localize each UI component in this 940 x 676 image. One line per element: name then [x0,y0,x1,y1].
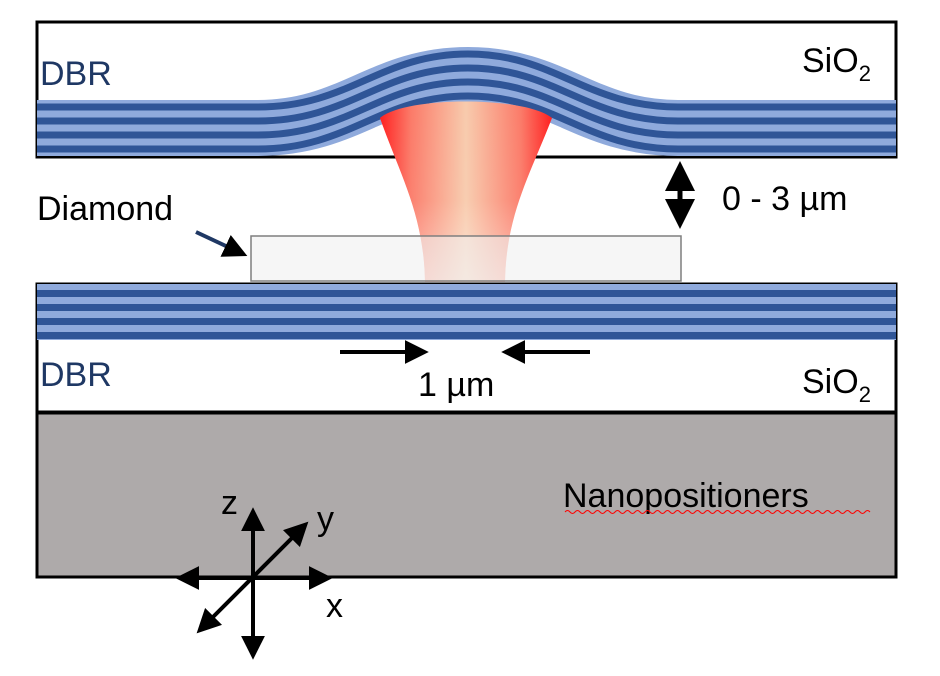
axis-z-label: z [221,484,238,522]
axis-x-label: x [326,587,343,625]
dbr-bottom-label: DBR [40,356,112,394]
sio2-top-label: SiO2 [802,42,871,86]
gap-label: 0 - 3 µm [722,180,847,218]
nanopositioner-block [35,411,898,579]
top-dbr-stack [37,46,896,156]
diamond-slab [250,235,682,282]
coordinate-axes [175,507,333,660]
dbr-top-label: DBR [40,55,112,93]
diamond-pointer-arrow [195,230,248,257]
spellcheck-underline [564,510,871,514]
y-axis-arrow [196,521,309,634]
diamond-label: Diamond [37,190,173,228]
bottom-dbr-stack [37,284,896,340]
spot-size-label: 1 µm [418,366,494,404]
nanopositioners-label: Nanopositioners [563,477,809,515]
axis-y-label: y [317,500,334,538]
sio2-bottom-label: SiO2 [802,363,871,407]
